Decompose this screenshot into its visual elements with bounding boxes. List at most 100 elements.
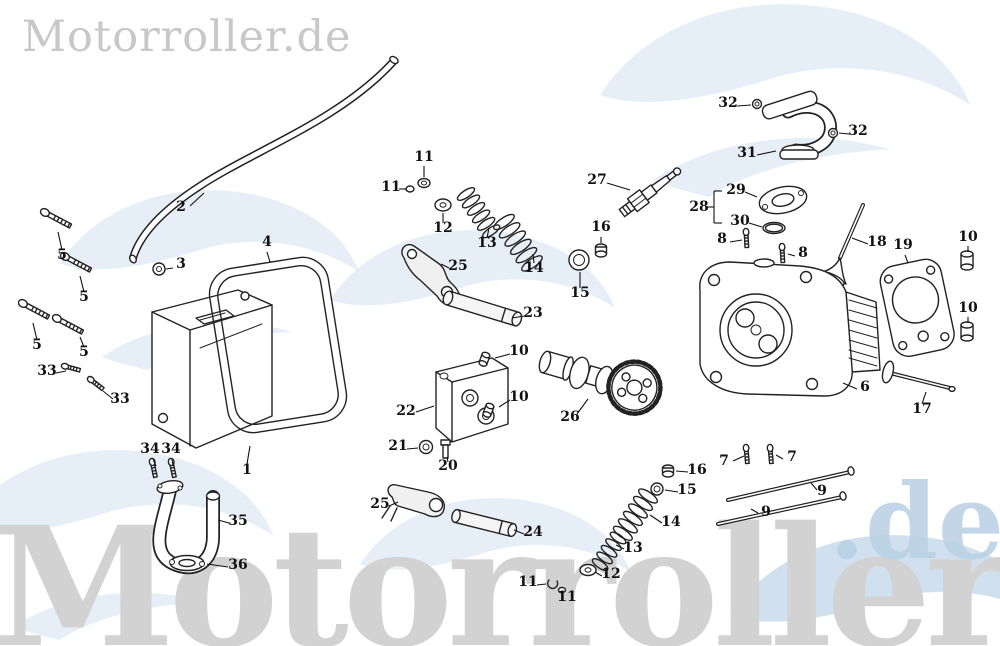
part-label-28: 28 (689, 199, 708, 215)
part-label-22: 22 (396, 403, 415, 419)
part-label-27: 27 (587, 172, 606, 188)
part-14-valve-spring-bottom (612, 488, 659, 541)
label-leader-line (732, 455, 745, 462)
part-label-2: 2 (176, 199, 186, 215)
part-label-30: 30 (730, 213, 750, 229)
part-label-20: 20 (438, 458, 458, 474)
part-34-screws (148, 457, 178, 479)
part-label-31: 31 (737, 145, 756, 161)
part-label-24: 24 (523, 524, 543, 540)
label-leader-line (388, 501, 399, 507)
part-label-33: 33 (110, 391, 129, 407)
part-label-5: 5 (32, 337, 42, 353)
part-label-9: 9 (761, 504, 771, 520)
part-label-29: 29 (726, 182, 745, 198)
part-label-13: 13 (477, 235, 496, 251)
part-label-18: 18 (867, 234, 886, 250)
part-label-3: 3 (176, 256, 186, 272)
part-10-dowel-pins-right (960, 250, 974, 342)
part-label-35: 35 (228, 513, 247, 529)
part-label-10: 10 (509, 343, 529, 359)
part-label-8: 8 (798, 245, 808, 261)
part-label-5: 5 (79, 289, 89, 305)
label-leader-line (615, 544, 625, 550)
label-leader-line (664, 489, 679, 493)
part-label-13: 13 (623, 540, 642, 556)
part-12-retainer-bottom (579, 563, 597, 577)
part-12-retainer-top (434, 198, 452, 212)
part-label-11: 11 (557, 589, 576, 605)
label-leader-line (171, 458, 174, 467)
part-31-intake-manifold (761, 90, 837, 160)
label-leader-line (736, 104, 752, 107)
part-5-bolts (16, 206, 93, 336)
label-leader-line (536, 583, 547, 586)
part-17-valve (881, 360, 956, 393)
part-11-locknuts-top (405, 177, 431, 193)
part-29-insulator-plate (758, 185, 808, 215)
part-33-screws (60, 361, 106, 393)
part-label-14: 14 (661, 514, 681, 530)
part-19-head-gasket (879, 258, 955, 357)
part-label-11: 11 (381, 179, 400, 195)
label-leader-line (152, 458, 157, 467)
watermark-de-suffix: .de (828, 460, 1000, 583)
part-label-11: 11 (518, 574, 537, 590)
label-leader-line (55, 370, 67, 374)
label-leader-line (675, 470, 689, 473)
label-leader-line (57, 231, 63, 251)
label-leader-line (838, 132, 850, 135)
part-24-rocker-shaft-bottom (451, 508, 518, 538)
part-label-25: 25 (370, 496, 389, 512)
part-label-34: 34 (140, 441, 160, 457)
part-6-cylinder-head (699, 258, 881, 397)
label-leader-line (787, 253, 796, 257)
label-leader-line (559, 590, 564, 597)
label-leader-line (729, 239, 743, 243)
part-label-10: 10 (958, 229, 978, 245)
part-23-rocker-shaft (442, 290, 523, 327)
part-label-15: 15 (677, 482, 696, 498)
part-25-rocker-arm-bottom (381, 484, 445, 522)
label-leader-line (511, 315, 525, 319)
part-13-valve-spring-bottom (591, 531, 627, 572)
label-leader-line (851, 237, 869, 245)
part-label-33: 33 (37, 363, 56, 379)
part-15-spring-seat-top (568, 249, 590, 271)
label-leader-line (921, 391, 927, 405)
part-16-stem-seal-top (594, 243, 608, 258)
part-label-15: 15 (570, 285, 589, 301)
part-label-7: 7 (719, 453, 729, 469)
label-leader-line (775, 454, 784, 460)
part-15-spring-seat-bottom (650, 482, 664, 496)
part-label-34: 34 (161, 441, 181, 457)
part-21-locknut (418, 439, 434, 455)
part-label-1: 1 (242, 462, 252, 478)
label-leader-line (79, 336, 85, 348)
part-label-5: 5 (57, 247, 67, 263)
part-label-23: 23 (523, 305, 542, 321)
part-label-11: 11 (414, 149, 433, 165)
label-leader-line (904, 254, 909, 264)
part-label-4: 4 (262, 234, 272, 250)
label-leader-line (513, 529, 525, 535)
engine-parts-art (16, 55, 974, 594)
part-label-14: 14 (524, 260, 544, 276)
label-leader-line (748, 222, 763, 228)
part-label-12: 12 (433, 220, 452, 236)
label-leader-line (266, 251, 271, 263)
part-label-9: 9 (817, 483, 827, 499)
label-leader-line (440, 263, 450, 269)
label-leader-line (750, 508, 759, 514)
part-22-rocker-holder (435, 357, 509, 443)
part-label-12: 12 (601, 566, 620, 582)
part-9-long-studs (716, 466, 855, 526)
label-leader-line (756, 150, 777, 156)
part-label-19: 19 (893, 237, 912, 253)
part-16-stem-seal-bottom (661, 464, 675, 478)
label-leader-line (32, 322, 38, 341)
label-leader-line (744, 191, 758, 198)
label-leader-line (206, 563, 229, 568)
